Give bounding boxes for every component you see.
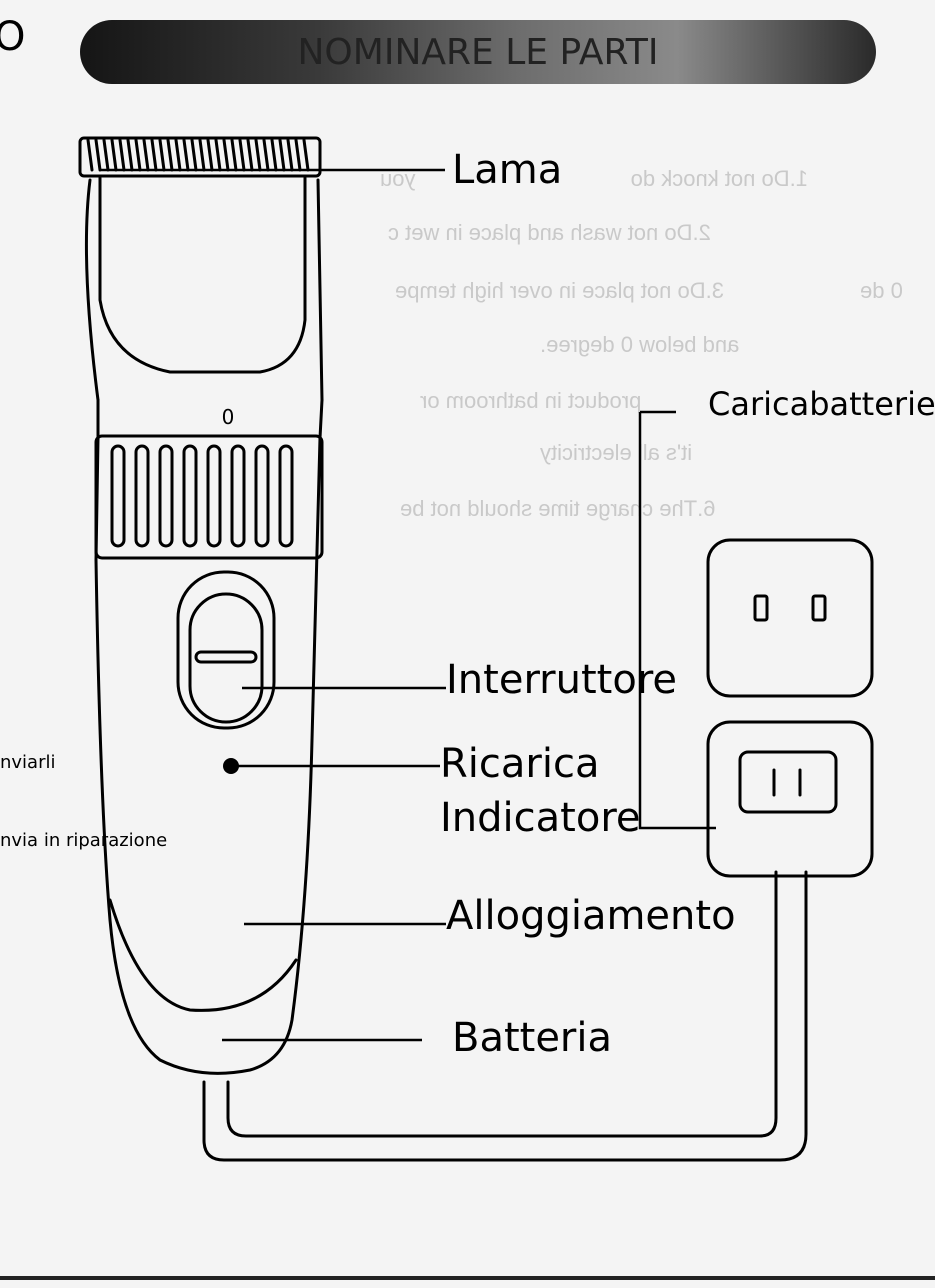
power-switch-icon <box>176 570 276 730</box>
housing-curve <box>108 898 298 1012</box>
label-indicator-line2: Indicatore <box>440 795 641 841</box>
side-text-1: nviarli <box>0 752 56 773</box>
label-housing: Alloggiamento <box>446 893 736 939</box>
page-title: NOMINARE LE PARTI <box>297 31 659 73</box>
page-mark: O <box>0 14 26 60</box>
head-cover <box>98 176 307 374</box>
wall-plug <box>706 538 874 698</box>
side-text-2: nvia in riparazione <box>0 830 168 851</box>
label-charger: Caricabatterie <box>708 385 935 423</box>
label-blade: Lama <box>452 147 563 193</box>
dial-grip <box>110 444 294 548</box>
adapter-socket <box>738 750 838 814</box>
label-indicator-line1: Ricarica <box>440 741 600 787</box>
dial-ring <box>94 434 324 560</box>
label-switch: Interruttore <box>446 657 677 703</box>
bottom-rule <box>0 1276 935 1280</box>
dial-mark: 0 <box>222 405 235 429</box>
charge-indicator-light <box>223 758 239 774</box>
label-battery: Batteria <box>452 1015 612 1061</box>
adapter-body <box>706 720 874 878</box>
title-banner <box>80 20 876 84</box>
charger-cable <box>202 870 808 1162</box>
leader-charger <box>638 410 716 830</box>
blade-icon <box>78 136 322 178</box>
